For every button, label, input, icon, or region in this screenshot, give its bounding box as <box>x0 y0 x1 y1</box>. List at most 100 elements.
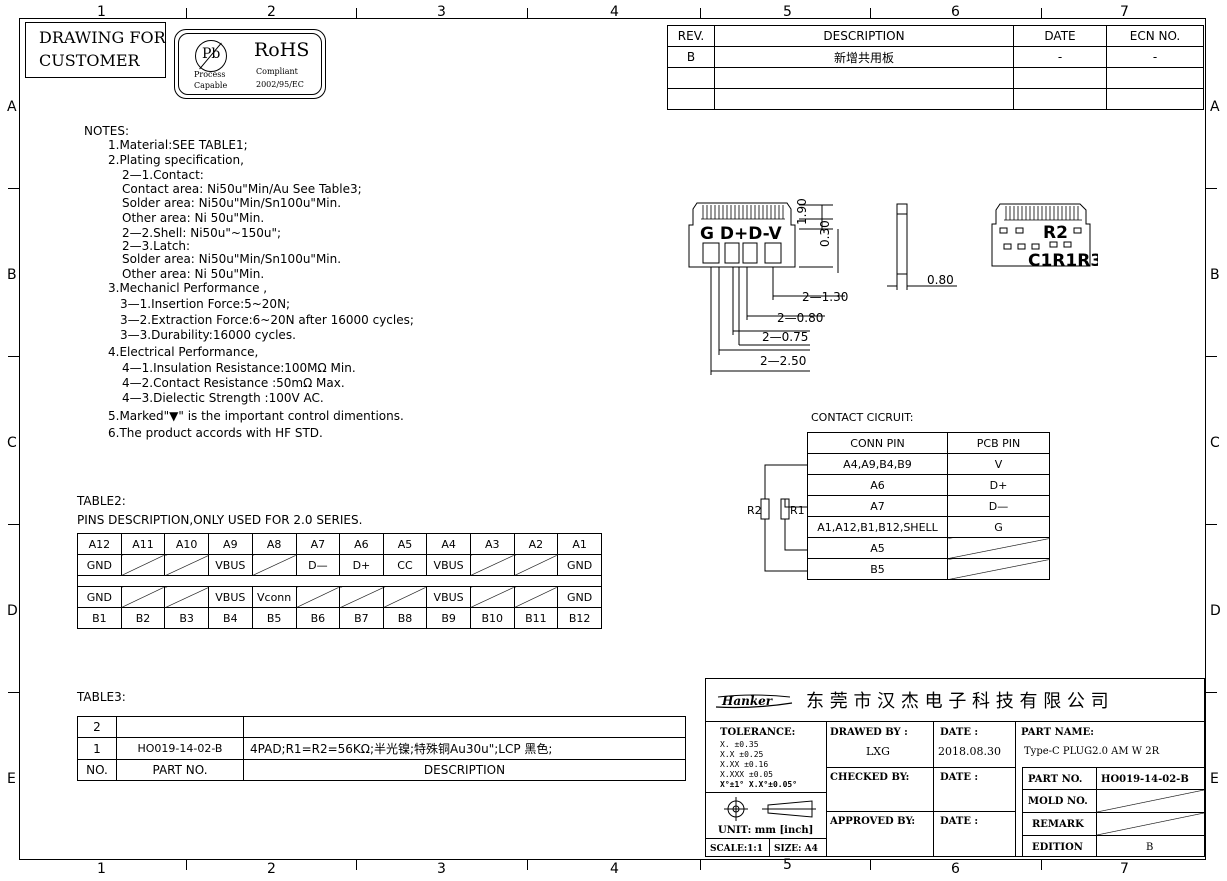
pin-desc-cell: VBUS <box>426 554 471 576</box>
zone-col-4-bottom: 4 <box>610 861 619 877</box>
note-line: 3—1.Insertion Force:5~20N; <box>120 297 291 311</box>
zone-col-3-bottom: 3 <box>437 861 446 877</box>
part-no-label: PART NO. <box>1028 774 1083 785</box>
pin-label-cell: B6 <box>295 607 341 629</box>
pb-circle-icon: Pb <box>195 40 227 72</box>
pcb-pin-cell: V <box>947 453 1050 475</box>
r2-board-label: R2 <box>1043 223 1068 243</box>
tolerance-line: X°±1° X.X°±0.05° <box>720 780 798 789</box>
table3-part-header: PART NO. <box>116 759 244 781</box>
zone-col-2: 2 <box>267 4 276 20</box>
note-line: Other area: Ni 50u"Min. <box>122 211 265 225</box>
pb-line1: Process <box>194 70 226 79</box>
note-line: 3—2.Extraction Force:6~20N after 16000 c… <box>120 313 414 327</box>
pcb-pin-cell: G <box>947 516 1050 538</box>
table3-no-cell: 2 <box>77 716 117 738</box>
pin-desc-cell-empty <box>513 554 559 576</box>
notes-title: NOTES: <box>84 124 129 138</box>
note-line: 4—1.Insulation Resistance:100MΩ Min. <box>122 361 356 375</box>
approved-by-label: APPROVED BY: <box>830 816 916 827</box>
rohs-title: RoHS <box>254 39 310 61</box>
rev-header: REV. <box>667 25 715 47</box>
conn-pin-cell: A1,A12,B1,B12,SHELL <box>807 516 948 538</box>
c1r1r3-label: C1R1R3 <box>1028 251 1098 271</box>
zone-row-e-right: E <box>1210 771 1219 787</box>
note-line: 1.Material:SEE TABLE1; <box>108 138 248 152</box>
pin-label-cell: A5 <box>382 533 428 555</box>
pin-desc-cell: VBUS <box>207 586 253 608</box>
r1-label: R1 <box>790 504 805 517</box>
conn-pin-header: CONN PIN <box>807 432 948 454</box>
dim-030: 0.30 <box>818 220 832 247</box>
pin-label-cell: B5 <box>251 607 297 629</box>
checked-by-label: CHECKED BY: <box>830 772 910 783</box>
table3-desc-cell <box>243 716 686 738</box>
pin-label-cell: B10 <box>469 607 515 629</box>
unit-label: UNIT: mm [inch] <box>718 825 814 836</box>
pcb-back-view: R2 C1R1R3 <box>991 203 1098 271</box>
table2-spacer <box>77 575 602 587</box>
dim-2-075: 2—0.75 <box>762 330 808 344</box>
pin-label-cell: A2 <box>513 533 559 555</box>
part-no-value: HO019-14-02-B <box>1101 774 1189 785</box>
pcb-pin-header: PCB PIN <box>947 432 1050 454</box>
pin-desc-cell-empty <box>295 586 341 608</box>
pin-desc-cell-empty <box>469 554 515 576</box>
pin-label-cell: A8 <box>251 533 297 555</box>
title-block: Hanker 东 莞 市 汉 杰 电 子 科 技 有 限 公 司 TOLERAN… <box>705 678 1205 857</box>
pin-label-cell: B12 <box>557 607 602 629</box>
rohs-line1: Compliant <box>256 67 298 76</box>
side-view: 0.80 <box>887 203 957 290</box>
edition-label: EDITION <box>1032 842 1083 853</box>
note-line: 3.Mechanicl Performance , <box>108 281 268 295</box>
logo-text: Hanker <box>722 694 773 708</box>
pin-label-cell: A7 <box>295 533 341 555</box>
rev-date-cell: - <box>1013 46 1107 68</box>
conn-pin-cell: A5 <box>807 537 948 559</box>
rev-empty-cell <box>714 88 1014 110</box>
zone-row-c: C <box>7 435 17 451</box>
note-line: 5.Marked"▼" is the important control dim… <box>108 409 404 423</box>
pin-label-cell: B3 <box>164 607 209 629</box>
pcb-front-view: G D+D-V 1.90 0.30 2—1.30 2—0.80 2—0.75 2… <box>688 198 848 375</box>
pb-line2: Capable <box>194 81 228 90</box>
mold-no-empty <box>1097 790 1204 812</box>
rev-empty-cell <box>1106 67 1204 89</box>
company-logo: Hanker <box>714 691 793 711</box>
contact-circuit-title: CONTACT CICRUIT: <box>811 411 914 424</box>
description-header: DESCRIPTION <box>714 25 1014 47</box>
pin-label-cell: B8 <box>382 607 428 629</box>
conn-pin-cell: A7 <box>807 495 948 517</box>
pin-desc-cell: Vconn <box>251 586 297 608</box>
rev-empty-cell <box>714 67 1014 89</box>
note-line: Solder area: Ni50u"Min/Sn100u"Min. <box>122 252 342 266</box>
remark-label: REMARK <box>1032 819 1084 830</box>
table3-no-header: NO. <box>77 759 117 781</box>
note-line: 6.The product accords with HF STD. <box>108 426 323 440</box>
rev-cell: B <box>667 46 715 68</box>
dim-080: 0.80 <box>927 273 954 287</box>
table3-part-cell: HO019-14-02-B <box>116 737 244 760</box>
pcb-pin-cell: D+ <box>947 474 1050 496</box>
zone-col-5: 5 <box>783 4 792 20</box>
note-line: Contact area: Ni50u"Min/Au See Table3; <box>122 182 362 196</box>
zone-col-5-bottom: 5 <box>783 857 792 873</box>
mold-no-label: MOLD NO. <box>1028 796 1088 807</box>
pin-label-cell: A10 <box>164 533 209 555</box>
note-line: 2—2.Shell: Ni50u"~150u"; <box>122 226 282 240</box>
note-line: 3—3.Durability:16000 cycles. <box>120 328 296 342</box>
resistor-circuit: R2 R1 <box>747 464 807 572</box>
conn-pin-cell: B5 <box>807 558 948 580</box>
zone-row-b-right: B <box>1210 267 1220 283</box>
date-header: DATE <box>1013 25 1107 47</box>
company-name: 东 莞 市 汉 杰 电 子 科 技 有 限 公 司 <box>806 691 1109 712</box>
projection-symbol-icon <box>724 797 816 821</box>
notes-section: NOTES: 1.Material:SEE TABLE1; 2.Plating … <box>84 124 504 444</box>
pin-desc-cell: VBUS <box>207 554 253 576</box>
rev-empty-cell <box>667 67 715 89</box>
note-line: Other area: Ni 50u"Min. <box>122 267 265 281</box>
rev-empty-cell <box>1013 88 1107 110</box>
dim-190: 1.90 <box>795 198 809 225</box>
zone-row-d-right: D <box>1210 603 1221 619</box>
note-line: 4—2.Contact Resistance :50mΩ Max. <box>122 376 345 390</box>
